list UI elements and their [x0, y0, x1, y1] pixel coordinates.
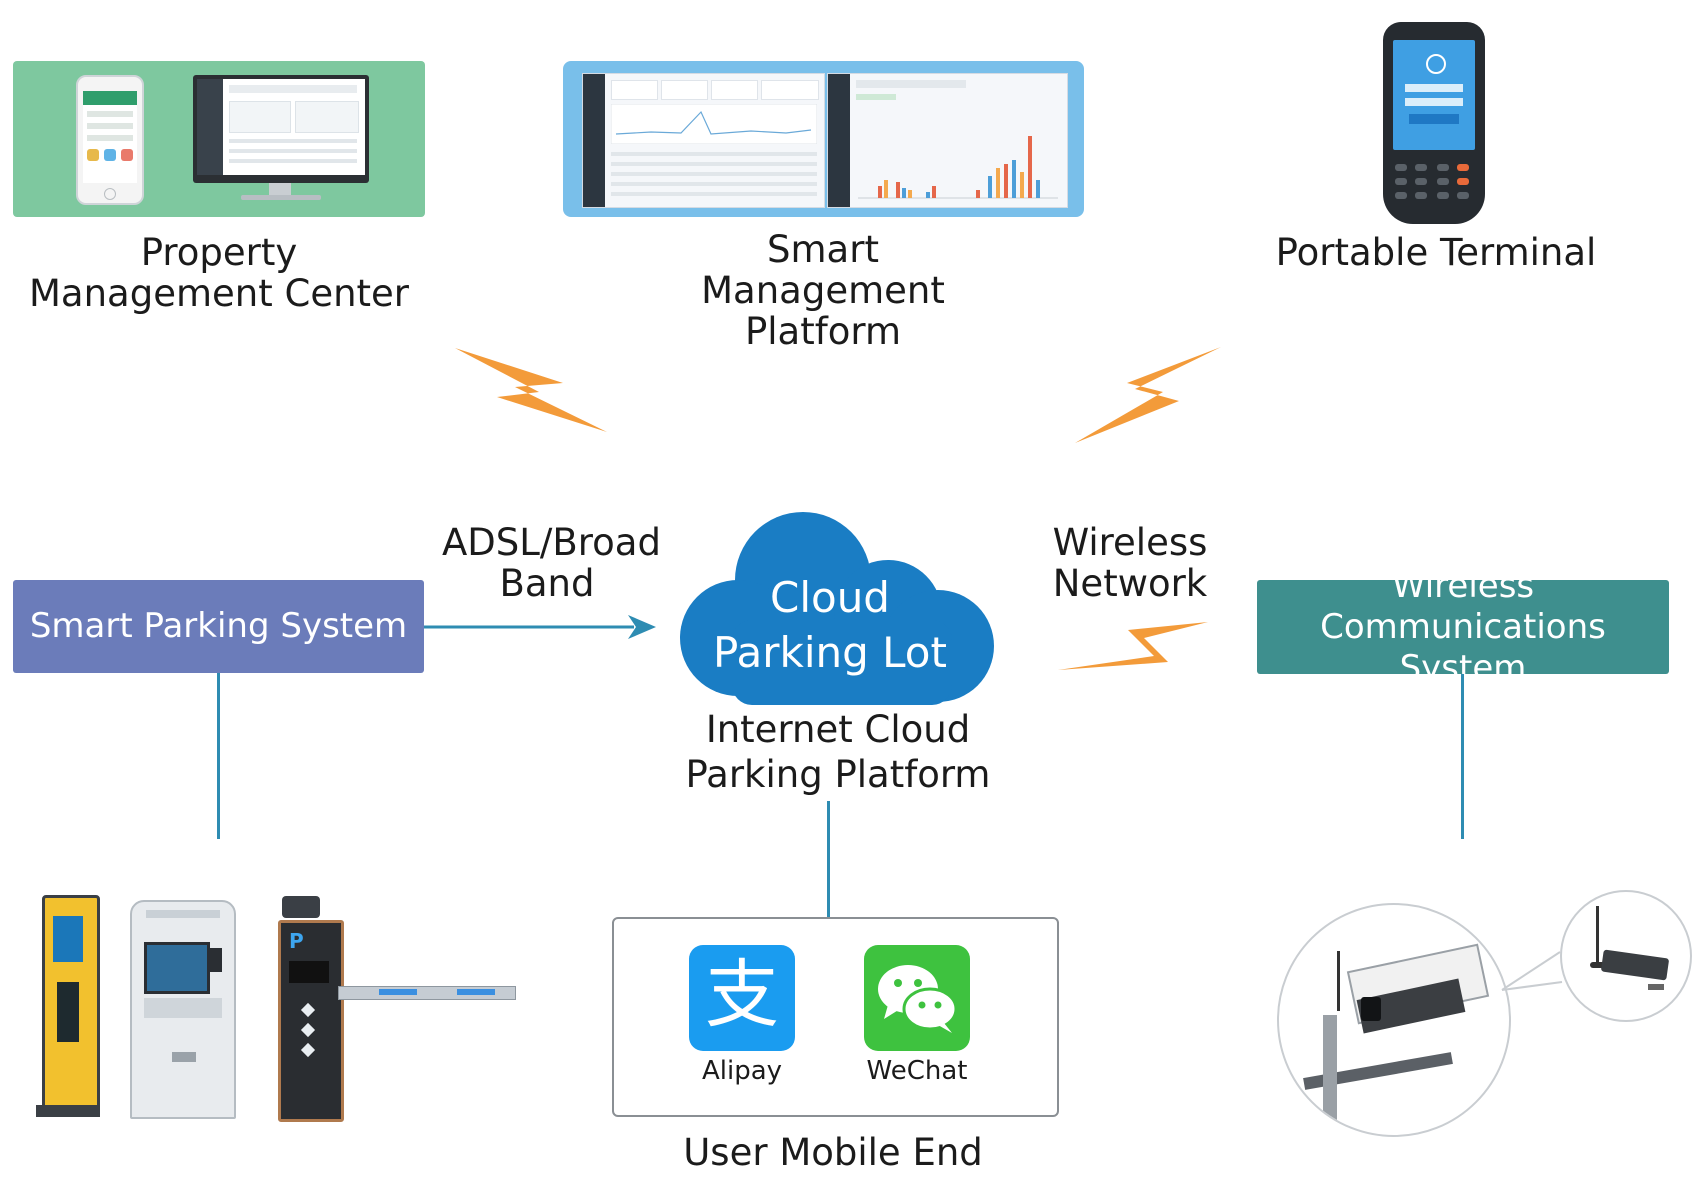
barrier-gate-icon: P [278, 920, 344, 1122]
wechat-icon[interactable] [864, 945, 970, 1051]
cloud-icon [680, 512, 994, 705]
adsl-broadband-label: ADSL/Broad Band [442, 521, 661, 605]
wireless-communications-system-box: Wireless Communications System [1257, 566, 1669, 688]
smart-parking-system-box: Smart Parking System [13, 580, 424, 673]
user-mobile-end-box [612, 917, 1059, 1117]
lightning-icon [1075, 347, 1221, 443]
kiosk-icon [42, 895, 100, 1111]
phone-icon [76, 75, 144, 205]
alipay-icon[interactable]: 支 [689, 945, 795, 1051]
property-management-image [13, 61, 425, 217]
portable-terminal-label: Portable Terminal [1275, 231, 1597, 274]
smart-parking-system-label: Smart Parking System [29, 606, 408, 646]
camera-callout [1501, 951, 1563, 991]
camera-image [1277, 903, 1511, 1137]
smart-management-platform-label: Smart Management Platform [701, 228, 945, 353]
lightning-icon [455, 348, 607, 432]
wireless-connector [1461, 674, 1464, 839]
parking-hardware-image: P [30, 890, 516, 1125]
router-image [1560, 890, 1692, 1022]
monitor-icon [193, 75, 369, 183]
kiosk-icon [130, 900, 236, 1119]
user-mobile-end-label: User Mobile End [683, 1131, 983, 1174]
router-icon [1600, 949, 1670, 981]
internet-cloud-parking-platform-label: Internet Cloud Parking Platform [685, 708, 991, 796]
portable-terminal-image [1383, 22, 1485, 224]
cloud-connector [827, 801, 830, 917]
smart-management-platform-image [563, 61, 1084, 217]
wireless-network-label: Wireless Network [1052, 521, 1208, 605]
wechat-label: WeChat [866, 1056, 968, 1086]
alipay-label: Alipay [701, 1056, 783, 1086]
lightning-icon [1058, 622, 1208, 670]
smart-parking-connector [217, 673, 220, 839]
cloud-parking-lot-label: Cloud Parking Lot [713, 573, 947, 677]
arrow-right-icon [424, 615, 656, 639]
wireless-communications-system-label: Wireless Communications System [1320, 565, 1606, 688]
property-management-center-label: Property Management Center [28, 231, 410, 315]
